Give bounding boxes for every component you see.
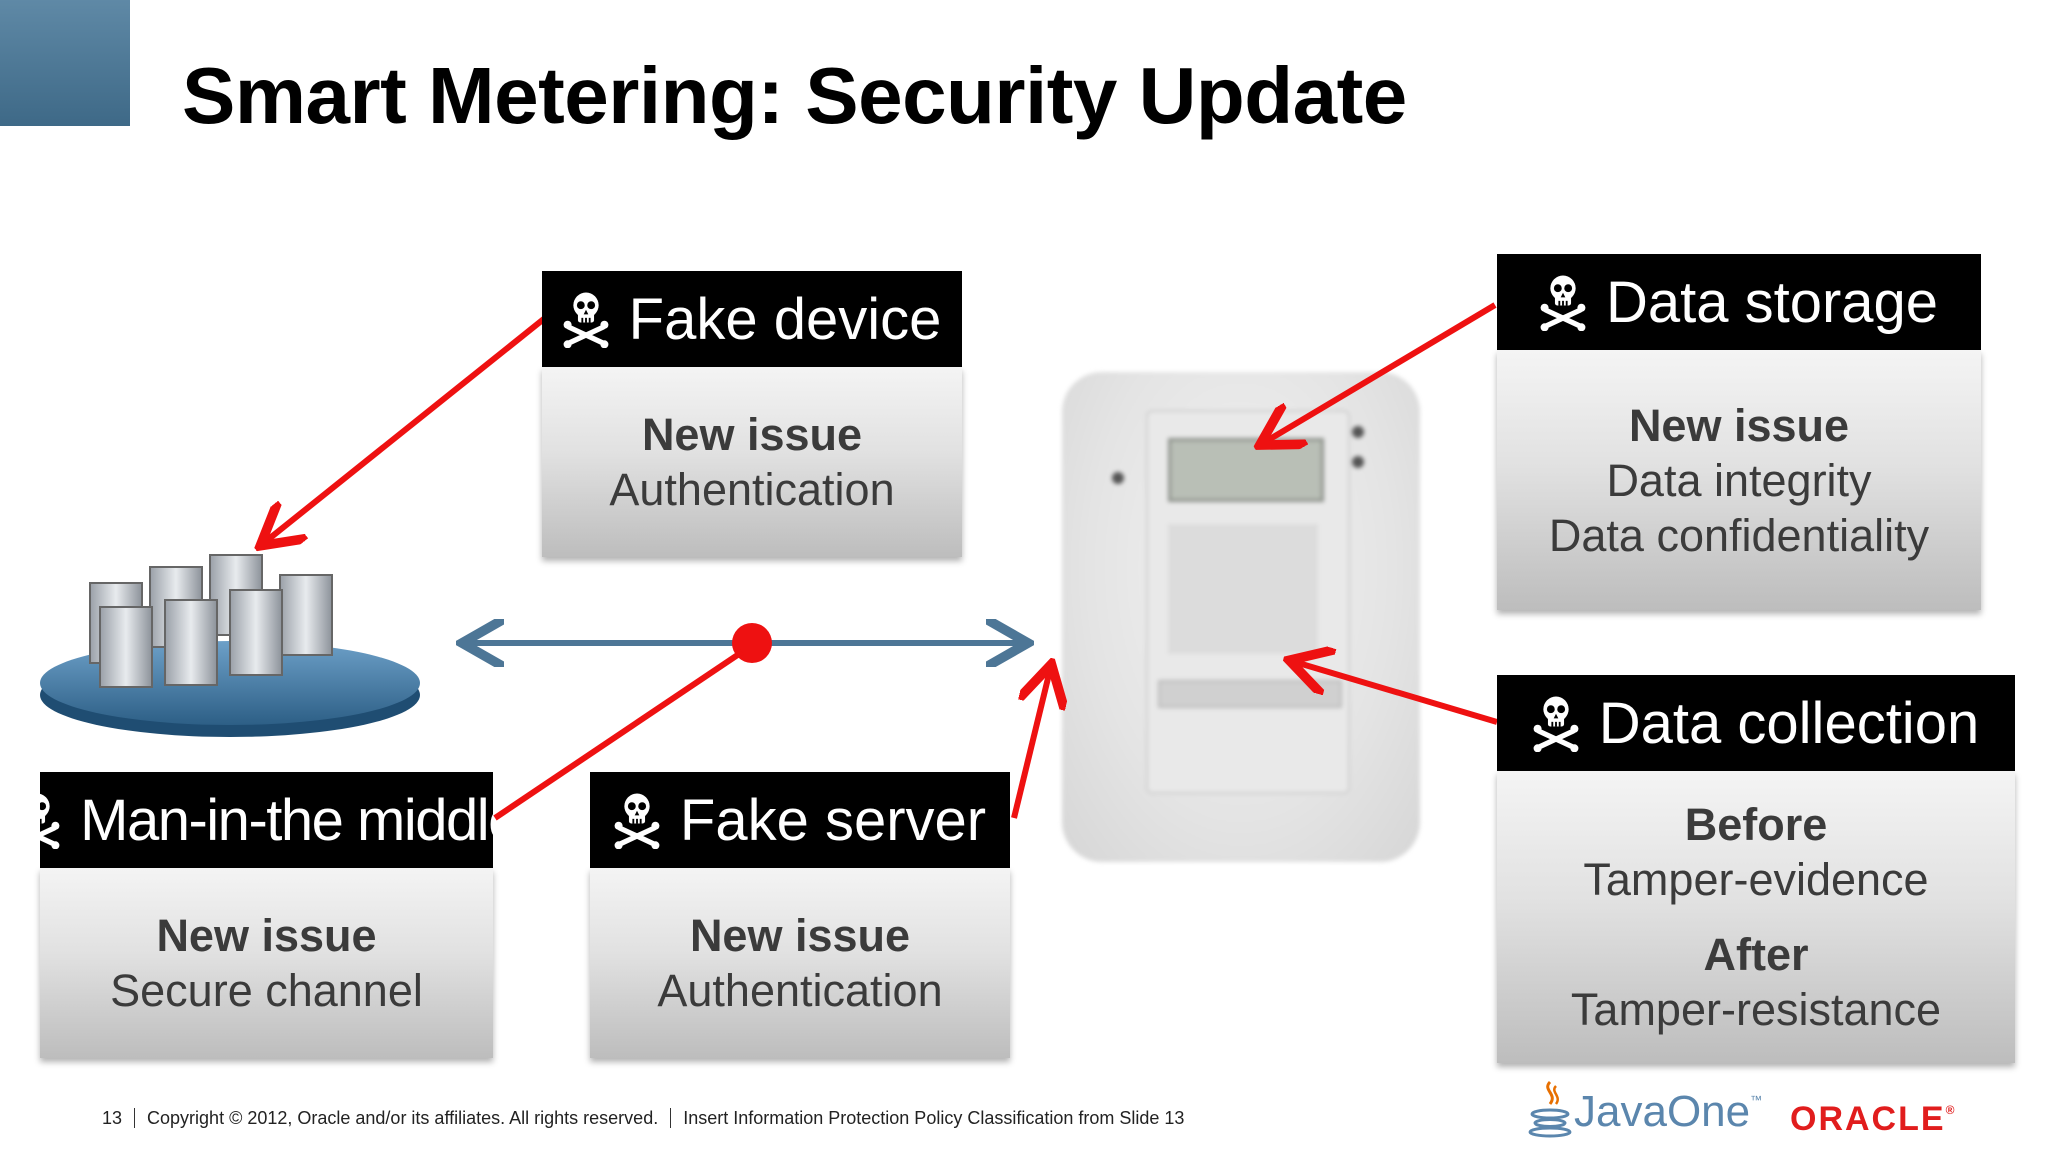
corner-accent xyxy=(0,0,130,126)
issue-detail: Data integrity xyxy=(1606,454,1872,506)
issue-detail: Authentication xyxy=(609,464,895,515)
oracle-logo: ORACLE® xyxy=(1790,1100,1957,1138)
skull-crossbones-icon xyxy=(563,290,609,348)
issue-detail: Data confidentiality xyxy=(1548,509,1930,561)
threat-fake-device: Fake device New issue Authentication xyxy=(542,271,962,557)
issue-label: New issue xyxy=(689,910,911,961)
threat-body: New issue Authentication xyxy=(542,367,962,557)
skull-crossbones-icon xyxy=(614,791,660,849)
threat-title: Data collection xyxy=(1598,690,1980,756)
arrow-fake-device xyxy=(265,315,547,542)
threat-header: Data collection xyxy=(1497,675,2015,771)
threat-title: Fake device xyxy=(628,286,942,352)
server-cluster-icon xyxy=(40,554,420,737)
threat-title: Man-in-the middle xyxy=(80,787,493,853)
threat-body: New issue Secure channel xyxy=(40,868,493,1058)
smart-meter-image xyxy=(1062,372,1420,862)
arrow-data-storage xyxy=(1265,302,1497,442)
skull-crossbones-icon xyxy=(1540,273,1586,331)
issue-label: New issue xyxy=(1628,399,1850,451)
issue-detail: Authentication xyxy=(657,965,943,1016)
javaone-logo: JavaOne™ xyxy=(1528,1080,1762,1138)
arrow-man-in-the-middle xyxy=(493,649,744,821)
copyright-text: Copyright © 2012, Oracle and/or its affi… xyxy=(147,1108,659,1128)
threat-header: Fake device xyxy=(542,271,962,367)
skull-crossbones-icon xyxy=(1533,694,1579,752)
threat-title: Data storage xyxy=(1605,269,1939,335)
arrow-fake-server xyxy=(1011,670,1050,819)
slide-title: Smart Metering: Security Update xyxy=(182,51,1407,140)
java-cup-icon xyxy=(1528,1080,1572,1138)
issue-label: New issue xyxy=(641,409,863,460)
arrow-data-collection xyxy=(1295,662,1498,725)
threat-header: Man-in-the middle xyxy=(40,772,493,868)
slide-footer: 13 Copyright © 2012, Oracle and/or its af… xyxy=(102,1108,1184,1129)
classification-text: Insert Information Protection Policy Cla… xyxy=(683,1108,1185,1128)
page-number: 13 xyxy=(102,1108,123,1128)
threat-data-storage: Data storage New issue Data integrity Da… xyxy=(1497,254,1981,610)
threat-header: Fake server xyxy=(590,772,1010,868)
issue-label: After xyxy=(1703,929,1809,980)
issue-detail: Secure channel xyxy=(110,965,423,1016)
threat-fake-server: Fake server New issue Authentication xyxy=(590,772,1010,1058)
threat-body: New issue Authentication xyxy=(590,868,1010,1058)
threat-data-collection: Data collection Before Tamper-evidence A… xyxy=(1497,675,2015,1063)
issue-detail: Tamper-resistance xyxy=(1570,984,1942,1035)
threat-body: Before Tamper-evidence After Tamper-resi… xyxy=(1497,771,2015,1063)
issue-label: New issue xyxy=(156,910,377,961)
threat-body: New issue Data integrity Data confidenti… xyxy=(1497,350,1981,610)
threat-header: Data storage xyxy=(1497,254,1981,350)
issue-detail: Tamper-evidence xyxy=(1583,854,1929,905)
threat-title: Fake server xyxy=(679,787,987,853)
issue-label: Before xyxy=(1684,799,1828,850)
threat-man-in-the-middle: Man-in-the middle New issue Secure chann… xyxy=(40,772,493,1058)
skull-crossbones-icon xyxy=(40,791,60,849)
